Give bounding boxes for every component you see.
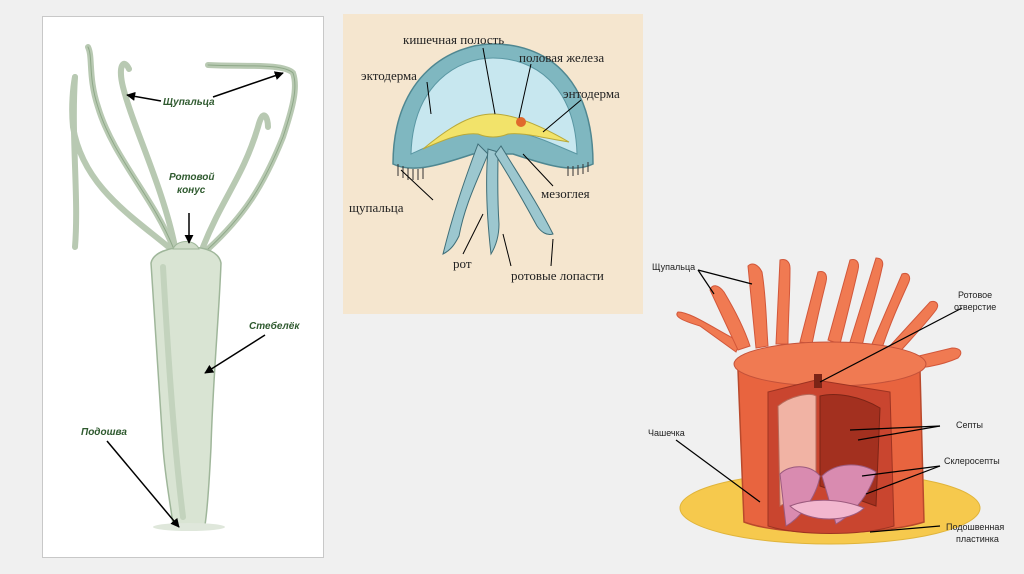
anemone-mouth-label-1: Ротовое — [958, 290, 992, 300]
anemone-cup-label: Чашечка — [648, 428, 685, 438]
jellyfish-tentacles-label: щупальца — [349, 200, 404, 215]
jellyfish-illustration: кишечная полость половая железа эктодерм… — [343, 14, 643, 314]
hydra-tentacles — [72, 47, 295, 249]
jellyfish-ectoderm-label: эктодерма — [361, 68, 417, 83]
jellyfish-diagram: кишечная полость половая железа эктодерм… — [343, 14, 643, 314]
hydra-sole-label: Подошва — [81, 427, 127, 438]
anemone-sclerosepta-label: Склеросепты — [944, 456, 1000, 466]
jellyfish-mouth-label: рот — [453, 256, 472, 271]
anemone-oral-disc — [734, 342, 926, 386]
anemone-mouth-label-2: отверстие — [954, 302, 996, 312]
jellyfish-gut-cavity-label: кишечная полость — [403, 32, 504, 47]
hydra-illustration: Щупальца Ротовой конус Стебелёк Подошва — [43, 17, 323, 557]
jellyfish-endoderm-label: энтодерма — [563, 86, 620, 101]
jellyfish-mesoglea-label: мезоглея — [541, 186, 590, 201]
hydra-mouth-cone-label-1: Ротовой — [169, 172, 215, 183]
hydra-diagram: Щупальца Ротовой конус Стебелёк Подошва — [42, 16, 324, 558]
hydra-tentacles-label: Щупальца — [163, 97, 215, 108]
anemone-basal-label-1: Подошвенная — [946, 522, 1004, 532]
hydra-mouth-cone-label-2: конус — [177, 185, 206, 196]
anemone-septa-label: Септы — [956, 420, 983, 430]
anemone-illustration: Щупальца Ротовое отверстие Септы Чашечка… — [640, 236, 1024, 566]
anemone-diagram: Щупальца Ротовое отверстие Септы Чашечка… — [640, 236, 1024, 566]
hydra-stalk-label: Стебелёк — [249, 320, 300, 332]
anemone-tentacles-label: Щупальца — [652, 262, 695, 272]
anemone-basal-label-2: пластинка — [956, 534, 999, 544]
jellyfish-gonad-label: половая железа — [519, 50, 604, 65]
jellyfish-oral-lobes-label: ротовые лопасти — [511, 268, 604, 283]
